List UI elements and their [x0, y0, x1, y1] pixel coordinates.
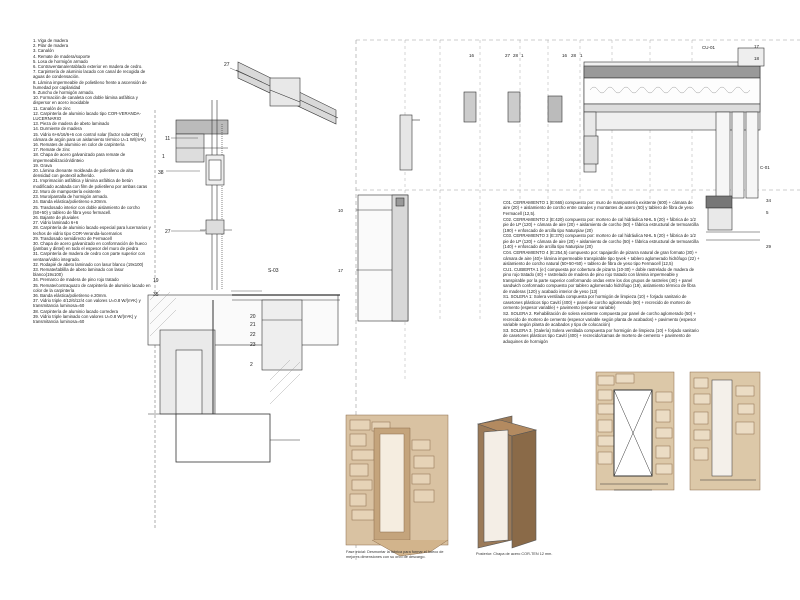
- caption-right: Posterior: Chapa de acero COR-TEN 12 mm.: [476, 552, 553, 556]
- callout-r34: 34: [766, 198, 772, 203]
- legend-item: 29. Trasdosado semidirecto de Fermacell: [33, 235, 112, 241]
- callout-m10: 10: [338, 208, 344, 213]
- callout-2: 2: [250, 362, 253, 368]
- callout-t28b: 28: [571, 53, 577, 58]
- callout-r29: 29: [766, 244, 772, 249]
- legend-item: 35. Remate/contraquazo de carpintería de…: [33, 282, 151, 293]
- legend-item: 13. Pieza de madera de abeto laminado: [33, 121, 110, 127]
- callout-38: 38: [158, 170, 164, 176]
- callout-19: 19: [153, 278, 159, 284]
- callout-11: 11: [165, 136, 170, 142]
- callout-23: 23: [250, 342, 256, 348]
- callout-27b: 27: [165, 229, 171, 235]
- callout-cu01: CU-01: [702, 45, 716, 50]
- callout-c01: C-01: [760, 165, 770, 170]
- spec-item: C01. CERRAMIENTO 1 (E:665) compuesto por…: [503, 200, 694, 216]
- legend-item: 37. Vidrio triple 4/12/6/12/4 con valore…: [33, 298, 141, 309]
- legend-item: 32. Rodapié de abeto laminado con lasur …: [33, 261, 144, 267]
- callout-r5: 5: [766, 210, 769, 215]
- spec-item: S1. SOLERA 1: Solera ventilada compuesta…: [503, 294, 691, 311]
- spec-item: C02. CERRAMIENTO 2 (E:420) compuesto por…: [503, 216, 699, 233]
- legend-item: 30. Chapa de acero galvanizado en confor…: [33, 240, 147, 252]
- stone-wall-sketch-left: [345, 414, 449, 557]
- stone-section-sketch: [689, 371, 761, 491]
- legend-item: 4. Remate de madera/soporte: [33, 53, 91, 59]
- legend-item: 19. Grava: [33, 162, 52, 168]
- legend-item: 16. Remates de aluminio en color de carp…: [33, 142, 125, 148]
- legend-item: 9. Zuncho de hormigón armado.: [33, 90, 95, 96]
- legend-item: 15. Vidrio 6+6/16/6+6 con control solar …: [33, 131, 146, 142]
- legend-item: 39. Vidrio triple laminado con valores U…: [33, 313, 137, 324]
- legend-item: 36. Banda elástica/polietireno e.20mm.: [33, 292, 108, 298]
- legend-item: 6. Contraventana/entablado exterior en m…: [33, 64, 143, 70]
- legend-item: 18. Chapa de acero galvanizado para rema…: [33, 152, 126, 163]
- spec-item: CU1. CUBIERTA 1 (e:) compuesta por cober…: [503, 266, 696, 294]
- legend-item: 28. Carpintería de aluminio lacado espec…: [33, 225, 151, 236]
- top-band-sections: [355, 39, 800, 560]
- callout-t27: 27: [505, 53, 511, 58]
- legend-item: 14. Durmiente de madera: [33, 126, 82, 132]
- callout-t1b: 1: [580, 53, 583, 58]
- legend-item: 5. Losa de hormigón armado: [33, 58, 88, 64]
- legend-item: 12. Carpintería de aluminio lacado tipo …: [33, 110, 141, 122]
- legend-item: 8. Lámina impermeable de polietileno fre…: [33, 79, 147, 90]
- legend-item: 1. Viga de madera: [33, 38, 69, 43]
- legend-item: 25. Trasdosado interior con doble aislam…: [33, 204, 140, 215]
- legend-item: 20. Lámina drenante moldeada de polietil…: [33, 168, 134, 179]
- steel-frame-sketch: [476, 415, 538, 549]
- legend-item: 24. Banda elástica/polietireno e.20mm.: [33, 199, 108, 205]
- construction-spec-list: C01. CERRAMIENTO 1 (E:665) compuesto por…: [503, 200, 701, 345]
- callout-t1: 1: [521, 53, 524, 58]
- callout-t18: 18: [754, 56, 760, 61]
- legend-item: 23. Muro/pantalla de hormigón armado.: [33, 194, 109, 200]
- callout-35: 35: [153, 292, 159, 298]
- legend-item: 27. Vidrio laminado 6+6: [33, 220, 79, 226]
- callout-21: 21: [250, 322, 256, 328]
- callout-m17: 17: [338, 268, 344, 273]
- stone-elevation-sketch: [595, 371, 675, 491]
- spec-item: C03. CERRAMIENTO 3 (E:370) compuesto por…: [503, 233, 699, 250]
- callout-t16: 16: [469, 53, 475, 58]
- callout-1: 1: [162, 154, 165, 160]
- legend-item: 10. Formación de canaleta con doble lámi…: [33, 95, 138, 106]
- callout-20: 20: [250, 314, 256, 320]
- legend-item: 22. Muro de mampostería existente: [33, 188, 101, 194]
- legend-item: 11. Canalón de zinc: [33, 105, 71, 111]
- legend-item: 7. Carpintería de aluminio lacado con ca…: [33, 69, 146, 80]
- spec-item: C04. CERRAMIENTO 4 (E:254,5) compuesto p…: [503, 250, 700, 266]
- legend-item: 2. Pilar de madera: [33, 43, 69, 49]
- legend-item: 34. Premarco de madera de pino rojo trat…: [33, 277, 119, 283]
- callout-t28: 28: [513, 53, 519, 58]
- spec-item: S3. SOLERA 3. (Galería) Solera ventilada…: [503, 327, 699, 344]
- legend-item: 33. Remate/tablilla de abeto laminado co…: [33, 266, 124, 278]
- caption-left: Fase inicial: Desmontar la fábrica para …: [346, 550, 444, 559]
- legend-item: 26. Bajante de pluviales: [33, 214, 79, 220]
- wall-section-drawing: [147, 61, 340, 530]
- callout-22: 22: [250, 332, 256, 338]
- spec-item: S2. SOLERA 2. Rehabilitación de solera e…: [503, 311, 697, 327]
- callout-t16b: 16: [562, 53, 568, 58]
- legend-item: 38. Carpintería de aluminio lacado corre…: [33, 308, 119, 314]
- legend-item: 3. Canalón: [33, 48, 54, 54]
- callout-t17: 17: [754, 44, 760, 49]
- legend-item: 31. Carpintería de madera de cedro con p…: [33, 251, 146, 262]
- legend-item: 21. Imprimación asfáltica y lámina asfál…: [33, 178, 148, 189]
- callout-27: 27: [224, 62, 230, 68]
- callout-s03: S-03: [268, 268, 279, 274]
- legend-item: 17. Remate de zinc: [33, 147, 71, 153]
